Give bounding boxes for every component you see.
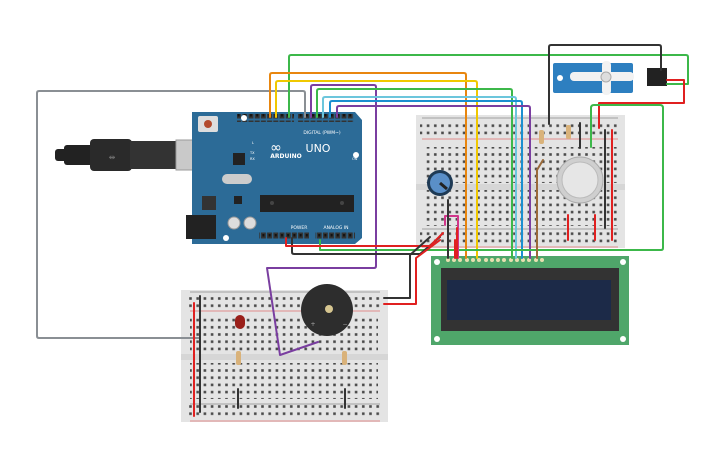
- wire-gray[interactable]: [36, 90, 306, 339]
- resistor[interactable]: [566, 125, 571, 139]
- wire-black-bottom[interactable]: [383, 236, 431, 299]
- digital-header-right[interactable]: [298, 114, 354, 122]
- wire-green-2[interactable]: [316, 88, 513, 259]
- wire-purple-2[interactable]: [336, 105, 531, 259]
- wire-red-5v[interactable]: [285, 232, 444, 247]
- lcd-pins[interactable]: [446, 258, 544, 262]
- wire-blue[interactable]: [329, 100, 523, 259]
- analog-label: ANALOG IN: [323, 225, 348, 231]
- lcd-screen: [447, 280, 611, 320]
- arduino-uno[interactable]: ARDUINO ∞ UNO DIGITAL (PWM~) POWER ANALO…: [186, 112, 362, 244]
- resistor[interactable]: [236, 351, 241, 365]
- arduino-model: UNO: [306, 142, 331, 155]
- usb-cable[interactable]: ⇹: [55, 139, 211, 171]
- wire-brown[interactable]: [536, 159, 544, 259]
- resistors: [236, 125, 571, 365]
- arduino-brand: ARDUINO: [270, 153, 301, 160]
- tx-label: TX: [249, 151, 255, 155]
- wire-yellow[interactable]: [275, 80, 478, 259]
- wire-red-servo[interactable]: [598, 79, 685, 129]
- power-header[interactable]: [259, 232, 309, 240]
- wire-black-top-rail[interactable]: [579, 122, 606, 229]
- wires: [36, 44, 689, 417]
- power-jack[interactable]: [186, 215, 216, 239]
- wire-green-sensor[interactable]: [319, 104, 664, 251]
- wire-orange[interactable]: [269, 72, 467, 259]
- wire-purple-1[interactable]: [266, 84, 377, 356]
- wire-red-bottom[interactable]: [383, 239, 441, 305]
- wire-black-servo[interactable]: [548, 44, 662, 125]
- analog-header[interactable]: [315, 232, 355, 240]
- wire-red-top-rail[interactable]: [454, 129, 613, 259]
- plus-icon: +: [310, 321, 315, 328]
- l-label: L: [252, 141, 254, 145]
- rx-label: RX: [250, 157, 255, 161]
- power-label: POWER: [291, 225, 308, 231]
- lcd-16x2[interactable]: [431, 256, 629, 345]
- piezo-buzzer[interactable]: + −: [301, 284, 353, 336]
- red-led[interactable]: [235, 315, 245, 329]
- digital-label: DIGITAL (PWM~): [303, 130, 341, 136]
- resistor[interactable]: [342, 351, 347, 365]
- wire-green-servo[interactable]: [288, 54, 689, 118]
- usb-icon: ⇹: [109, 153, 116, 162]
- gas-sensor[interactable]: [556, 156, 604, 204]
- wire-cyan[interactable]: [322, 96, 517, 259]
- breadboard-bottom[interactable]: [181, 290, 388, 422]
- wire-black-gnd[interactable]: [291, 236, 441, 255]
- on-label: ON: [352, 157, 358, 161]
- resistor[interactable]: [539, 130, 544, 144]
- arduino-logo-icon: ∞: [270, 140, 282, 156]
- servo-motor[interactable]: [553, 61, 667, 95]
- potentiometer[interactable]: [427, 170, 453, 196]
- atmega-chip: [260, 195, 354, 212]
- digital-header-left[interactable]: [237, 114, 294, 122]
- minus-icon: −: [342, 321, 347, 328]
